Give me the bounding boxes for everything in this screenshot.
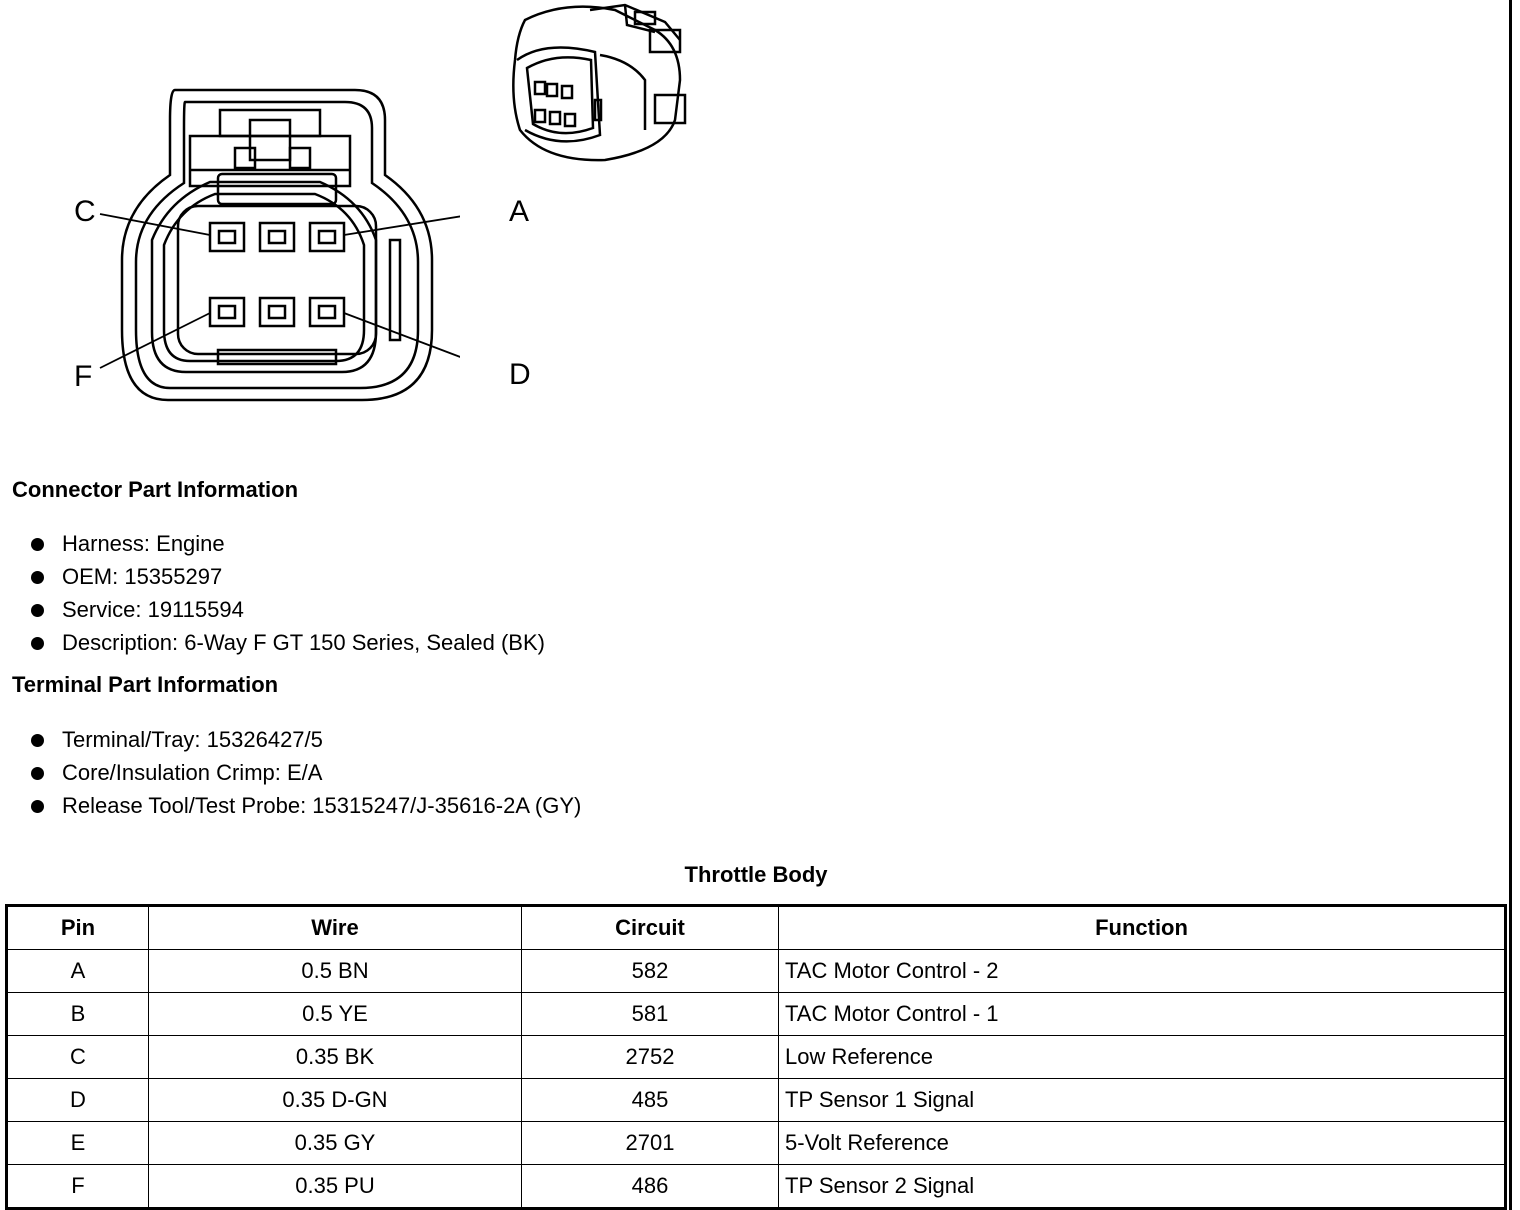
pin-label-c: C: [74, 195, 96, 228]
terminal-info-list: Terminal/Tray: 15326427/5 Core/Insulatio…: [30, 726, 581, 825]
cell-wire: 0.35 PU: [148, 1164, 522, 1209]
table-header-row: Pin Wire Circuit Function: [6, 905, 1506, 950]
connector-info-heading: Connector Part Information: [12, 477, 299, 502]
cell-wire: 0.35 GY: [148, 1121, 522, 1165]
cell-wire: 0.5 BN: [148, 949, 522, 993]
header-circuit: Circuit: [521, 905, 779, 950]
table-row: F 0.35 PU 486 TP Sensor 2 Signal: [6, 1164, 1506, 1209]
cell-function: TAC Motor Control - 2: [778, 949, 1506, 993]
connector-isometric-image: [512, 3, 687, 162]
cell-circuit: 2701: [521, 1121, 779, 1165]
cell-circuit: 582: [521, 949, 779, 993]
cell-pin: F: [6, 1164, 149, 1209]
cell-pin: E: [6, 1121, 149, 1165]
connector-info-item: OEM: 15355297: [30, 563, 545, 596]
cell-pin: C: [6, 1035, 149, 1079]
table-row: B 0.5 YE 581 TAC Motor Control - 1: [6, 992, 1506, 1036]
cell-pin: A: [6, 949, 149, 993]
cell-function: Low Reference: [778, 1035, 1506, 1079]
connector-info-list: Harness: Engine OEM: 15355297 Service: 1…: [30, 530, 545, 662]
connector-info-item: Harness: Engine: [30, 530, 545, 563]
pin-label-d: D: [509, 358, 531, 391]
terminal-info-item: Release Tool/Test Probe: 15315247/J-3561…: [30, 792, 581, 825]
cell-function: TP Sensor 1 Signal: [778, 1078, 1506, 1122]
terminal-info-heading: Terminal Part Information: [12, 672, 279, 697]
page-border-right: [1509, 0, 1512, 1210]
pin-label-f: F: [74, 360, 93, 393]
terminal-info-item: Core/Insulation Crimp: E/A: [30, 759, 581, 792]
cell-circuit: 581: [521, 992, 779, 1036]
cell-wire: 0.35 D-GN: [148, 1078, 522, 1122]
table-title: Throttle Body: [684, 862, 828, 887]
cell-function: TAC Motor Control - 1: [778, 992, 1506, 1036]
pinout-table: Pin Wire Circuit Function A 0.5 BN 582 T…: [5, 904, 1507, 1210]
header-wire: Wire: [148, 905, 522, 950]
cell-pin: B: [6, 992, 149, 1036]
cell-circuit: 2752: [521, 1035, 779, 1079]
table-row: A 0.5 BN 582 TAC Motor Control - 2: [6, 949, 1506, 993]
table-row: D 0.35 D-GN 485 TP Sensor 1 Signal: [6, 1078, 1506, 1122]
cell-function: 5-Volt Reference: [778, 1121, 1506, 1165]
header-pin: Pin: [6, 905, 149, 950]
cell-wire: 0.35 BK: [148, 1035, 522, 1079]
cell-pin: D: [6, 1078, 149, 1122]
terminal-info-item: Terminal/Tray: 15326427/5: [30, 726, 581, 759]
cell-wire: 0.5 YE: [148, 992, 522, 1036]
connector-info-item: Service: 19115594: [30, 596, 545, 629]
table-row: C 0.35 BK 2752 Low Reference: [6, 1035, 1506, 1079]
connector-info-item: Description: 6-Way F GT 150 Series, Seal…: [30, 629, 545, 662]
header-function: Function: [778, 905, 1506, 950]
pin-label-a: A: [509, 195, 530, 228]
table-row: E 0.35 GY 2701 5-Volt Reference: [6, 1121, 1506, 1165]
cell-circuit: 486: [521, 1164, 779, 1209]
cell-function: TP Sensor 2 Signal: [778, 1164, 1506, 1209]
cell-circuit: 485: [521, 1078, 779, 1122]
connector-face-diagram: [99, 88, 460, 402]
